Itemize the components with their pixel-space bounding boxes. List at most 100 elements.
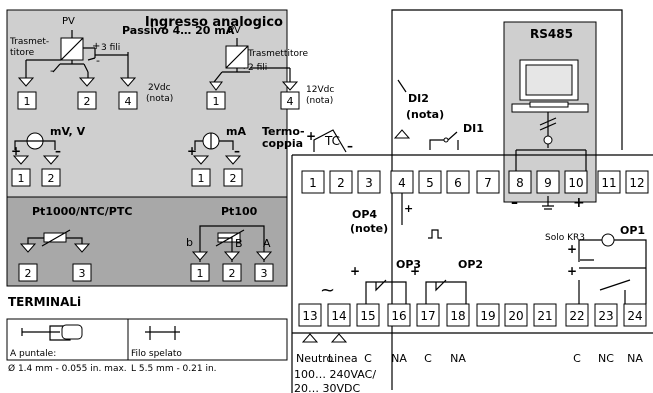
terminal-23: 23 — [598, 309, 613, 323]
svg-text:+: + — [350, 264, 360, 278]
analog-input-panel — [6, 9, 288, 198]
ac-symbol: ~ — [320, 280, 335, 301]
solo-kr3-label: Solo KR3 — [545, 233, 585, 243]
svg-text:2: 2 — [230, 172, 237, 185]
svg-text:+: + — [567, 242, 577, 256]
svg-text:3: 3 — [79, 267, 86, 280]
terminal-15: 15 — [360, 309, 375, 323]
nota-left: (nota) — [146, 94, 173, 104]
supply-right-label: 12Vdc — [306, 85, 334, 95]
rtd-left-title: Pt1000/NTC/PTC — [32, 205, 132, 218]
ferrule-spec: Ø 1.4 mm - 0.055 in. max. — [8, 363, 127, 374]
terminal-3: 3 — [365, 176, 373, 190]
op1-label: OP1 — [620, 224, 645, 237]
svg-text:2: 2 — [84, 95, 91, 108]
terminal-16: 16 — [391, 309, 406, 323]
terminals-title: TERMINALi — [8, 295, 81, 309]
svg-text:1: 1 — [24, 95, 31, 108]
svg-text:–: – — [511, 195, 518, 211]
transmitter-right-label: Trasmettitore — [247, 49, 308, 59]
op2-label: OP2 — [458, 258, 483, 271]
terminal-11: 11 — [601, 176, 616, 190]
terminal-10: 10 — [568, 176, 583, 190]
svg-text:4: 4 — [125, 95, 132, 108]
rtd-wire-a: A — [263, 237, 271, 250]
mv-v-label: mV, V — [50, 125, 86, 138]
transmitter-left-label-1: Trasmet- — [9, 37, 49, 47]
thermocouple-label-2: coppia — [262, 137, 303, 150]
op4-note: (note) — [350, 222, 388, 235]
instrument-outline — [291, 154, 653, 393]
svg-text:2: 2 — [48, 172, 55, 185]
transmitter-left-label-2: titore — [10, 48, 35, 58]
terminal-row-top — [301, 170, 649, 194]
svg-text:1: 1 — [197, 267, 204, 280]
label-18-na: NA — [450, 352, 466, 365]
voltage-range-2: 20… 30VDC — [294, 382, 360, 393]
svg-text:–: – — [55, 144, 61, 158]
label-23-nc: NC — [598, 352, 614, 365]
ferrule-label: A puntale: — [10, 349, 56, 359]
label-17-c: C — [424, 352, 432, 365]
supply-left-label: 2Vdc — [148, 83, 171, 93]
terminal-17: 17 — [420, 309, 435, 323]
di2-note: (nota) — [406, 108, 444, 121]
label-22-c: C — [573, 352, 581, 365]
analog-panel-terminals — [11, 91, 300, 282]
svg-text:4: 4 — [287, 95, 294, 108]
svg-text:+: + — [404, 202, 413, 215]
passive-label: Passivo 4… 20 mA — [122, 24, 235, 37]
svg-text:3: 3 — [261, 267, 268, 280]
terminal-7: 7 — [484, 176, 492, 190]
terminal-21: 21 — [537, 309, 552, 323]
thermocouple-label-1: Termo- — [262, 125, 305, 138]
terminal-18: 18 — [450, 309, 465, 323]
terminal-24: 24 — [627, 309, 642, 323]
terminal-22: 22 — [569, 309, 584, 323]
pv-label-right: PV — [228, 25, 241, 36]
svg-text:1: 1 — [18, 172, 25, 185]
terminal-19: 19 — [480, 309, 495, 323]
stripped-label: Filo spelato — [131, 349, 182, 359]
di2-label: DI2 — [408, 92, 429, 105]
di2-wire — [391, 9, 623, 390]
svg-text:–: – — [234, 144, 240, 158]
svg-text:+: + — [92, 41, 100, 52]
rs485-label: RS485 — [530, 27, 573, 41]
terminal-12: 12 — [629, 176, 644, 190]
svg-text:+: + — [410, 264, 420, 278]
rtd-right-title: Pt100 — [221, 205, 258, 218]
svg-text:+: + — [11, 144, 21, 158]
analog-input-title: Ingresso analogico — [145, 15, 283, 30]
svg-text:+: + — [567, 264, 577, 278]
terminal-4: 4 — [398, 176, 406, 190]
rtd-wire-b-small: b — [186, 236, 193, 249]
voltage-range-1: 100… 240VAC/ — [294, 368, 376, 381]
label-16-na: NA — [391, 352, 407, 365]
svg-text:2: 2 — [25, 267, 32, 280]
op3-label: OP3 — [396, 258, 421, 271]
label-15-c: C — [364, 352, 372, 365]
terminal-6: 6 — [454, 176, 462, 190]
svg-text:+: + — [573, 195, 585, 211]
linea-label: Linea — [328, 352, 358, 365]
op4-label: OP4 — [352, 208, 377, 221]
terminal-row-bottom — [298, 303, 647, 327]
di1-label: DI1 — [463, 122, 484, 135]
svg-text:–: – — [347, 139, 353, 153]
terminal-9: 9 — [544, 176, 552, 190]
nota-right: (nota) — [306, 96, 333, 106]
terminal-20: 20 — [508, 309, 523, 323]
svg-text:1: 1 — [198, 172, 205, 185]
stripped-spec: L 5.5 mm - 0.21 in. — [131, 364, 217, 374]
svg-text:-: - — [96, 54, 100, 67]
svg-text:1: 1 — [213, 95, 220, 108]
terminal-14: 14 — [331, 309, 346, 323]
svg-text:2: 2 — [229, 267, 236, 280]
terminal-13: 13 — [302, 309, 317, 323]
three-wire-label: 3 fili — [101, 43, 120, 53]
tc-label: TC — [324, 134, 340, 148]
ma-label: mA — [226, 125, 246, 138]
terminal-5: 5 — [426, 176, 434, 190]
